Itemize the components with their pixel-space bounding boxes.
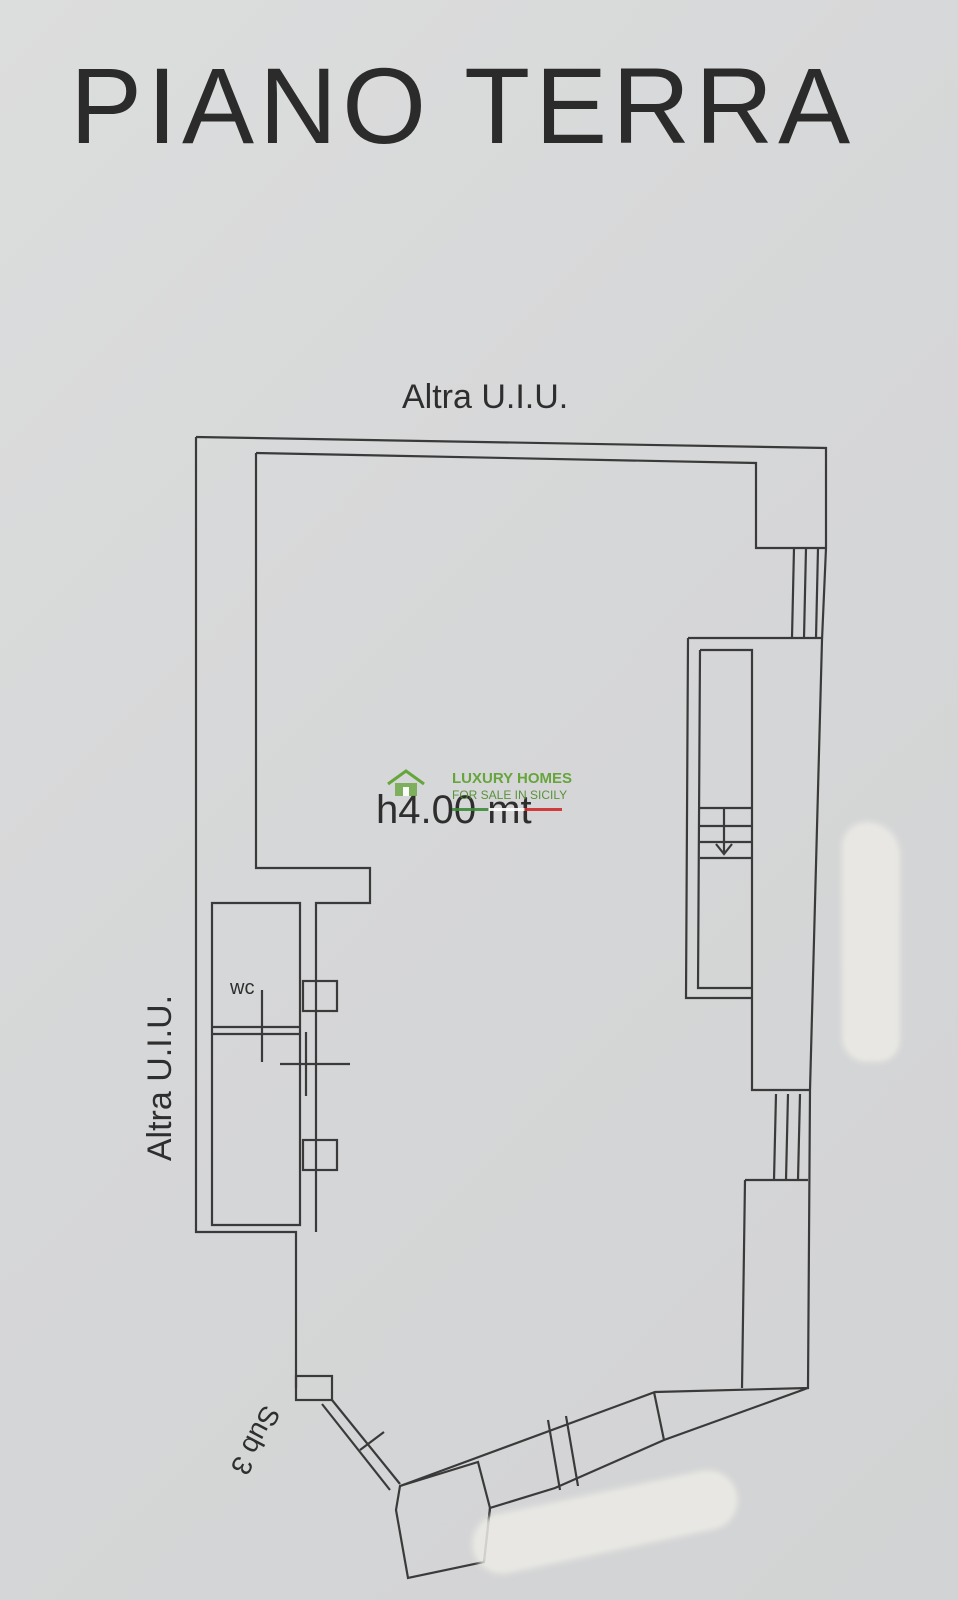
outer-wall-left	[194, 437, 298, 1388]
right-window-upper	[790, 547, 820, 639]
inner-wall	[255, 451, 826, 550]
left-neighbor-label: Altra U.I.U.	[141, 994, 179, 1162]
italian-flag-stripe	[452, 808, 562, 811]
pillar-3	[294, 1374, 334, 1402]
inner-wall-left	[254, 453, 372, 1232]
right-window-lower	[772, 1093, 802, 1181]
wc-block	[210, 901, 302, 1227]
plan-title: PIANO TERRA	[70, 45, 856, 166]
watermark-logo: LUXURY HOMES FOR SALE IN SICILY	[380, 768, 580, 830]
stair-block	[684, 636, 822, 1092]
entrance-diagonal	[321, 1399, 401, 1491]
right-wall-lower	[740, 1178, 808, 1389]
top-neighbor-label: Altra U.I.U.	[402, 378, 569, 416]
house-logo-icon	[387, 769, 425, 796]
entrance-marks	[359, 1391, 666, 1491]
wc-label: wc	[230, 977, 255, 999]
wc-divider	[212, 1025, 300, 1036]
watermark-brand: LUXURY HOMES	[452, 770, 573, 787]
paper-smudge-right	[842, 822, 900, 1062]
watermark-tagline: FOR SALE IN SICILY	[452, 788, 568, 802]
wc-door	[260, 990, 350, 1096]
pillar-1	[301, 979, 339, 1013]
outer-wall	[195, 435, 828, 1580]
pillar-2	[301, 1138, 339, 1172]
stair-arrow	[715, 808, 733, 856]
stair-treads	[700, 806, 752, 860]
